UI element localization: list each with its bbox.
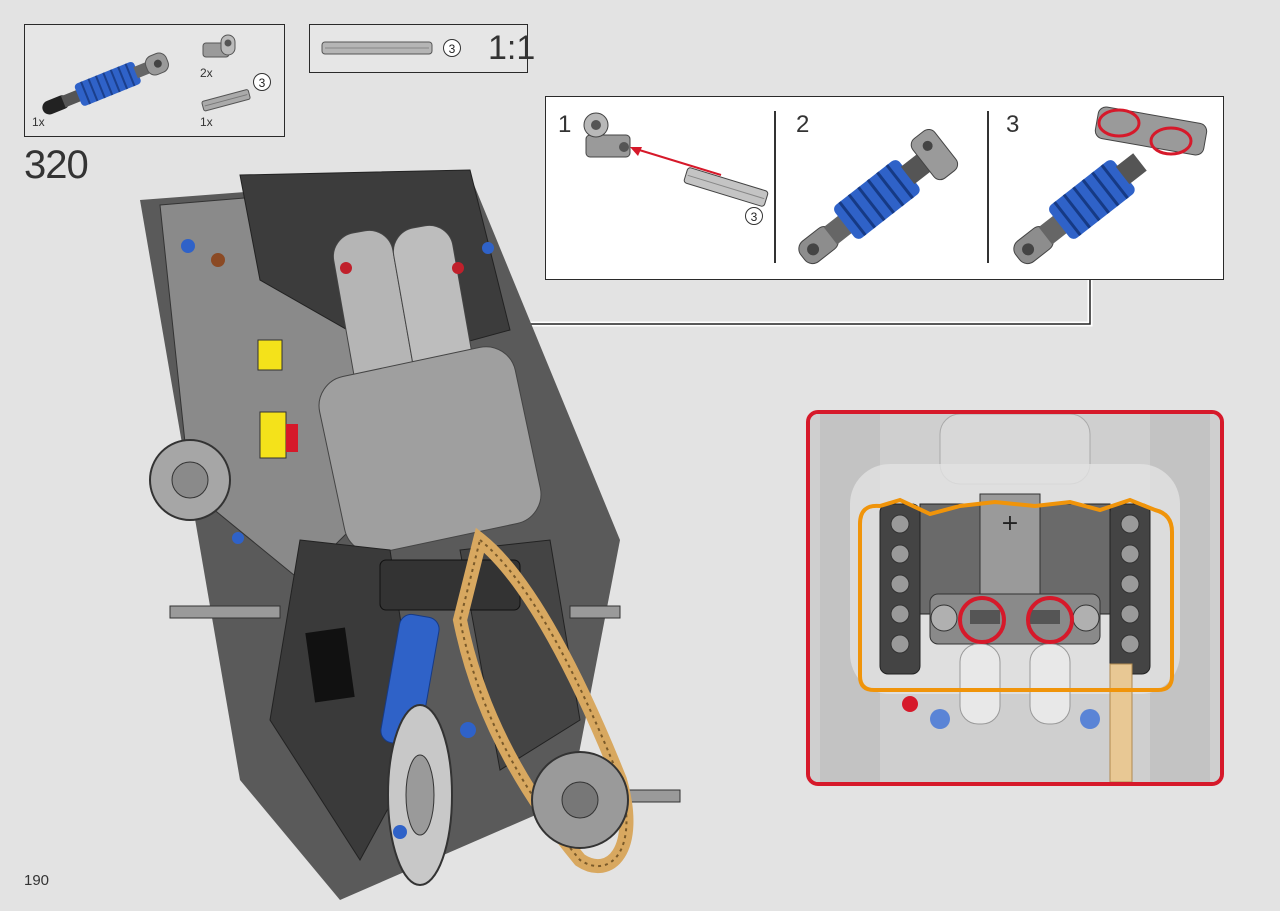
sub-step-divider — [774, 111, 776, 263]
scale-axle-length-badge: 3 — [443, 39, 461, 57]
page-number: 190 — [24, 872, 50, 889]
detail-callout-box: + — [806, 410, 1224, 786]
sub-step-1-illustration — [583, 112, 769, 207]
axle-scale-icon — [321, 41, 433, 55]
sub-step-3-number: 3 — [1006, 111, 1020, 138]
svg-text:+: + — [1001, 511, 1019, 536]
sub-step-panel: 1 2 3 3 — [545, 96, 1224, 280]
sub-step-2-number: 2 — [796, 111, 810, 138]
detail-highlight-left — [958, 596, 1006, 644]
axle-part-icon — [201, 89, 251, 112]
step-number: 320 — [24, 143, 89, 187]
sub-step-2-illustration — [798, 128, 959, 265]
highlight-circle-right — [1149, 126, 1193, 156]
parts-list-box: 1x 2x 3 1x — [24, 24, 285, 137]
axle-connector-qty: 2x — [200, 66, 213, 80]
axle-connector-part-icon — [202, 34, 236, 58]
sub-step-1-axle-badge: 3 — [745, 207, 763, 225]
motorcycle-assembly-illustration — [140, 169, 681, 900]
scale-box: 3 1:1 — [309, 24, 535, 73]
axle-qty: 1x — [200, 115, 213, 129]
sub-step-3-illustration — [1013, 106, 1208, 265]
shock-absorber-qty: 1x — [32, 115, 45, 129]
highlight-circle-left — [1097, 108, 1141, 138]
scale-label: 1:1 — [488, 29, 536, 67]
sub-step-divider — [987, 111, 989, 263]
detail-zoom-illustration: + — [810, 414, 1220, 782]
detail-highlight-right — [1026, 596, 1074, 644]
sub-step-1-number: 1 — [558, 111, 572, 138]
axle-length-badge: 3 — [253, 73, 271, 91]
shock-absorber-part-icon — [42, 52, 169, 115]
